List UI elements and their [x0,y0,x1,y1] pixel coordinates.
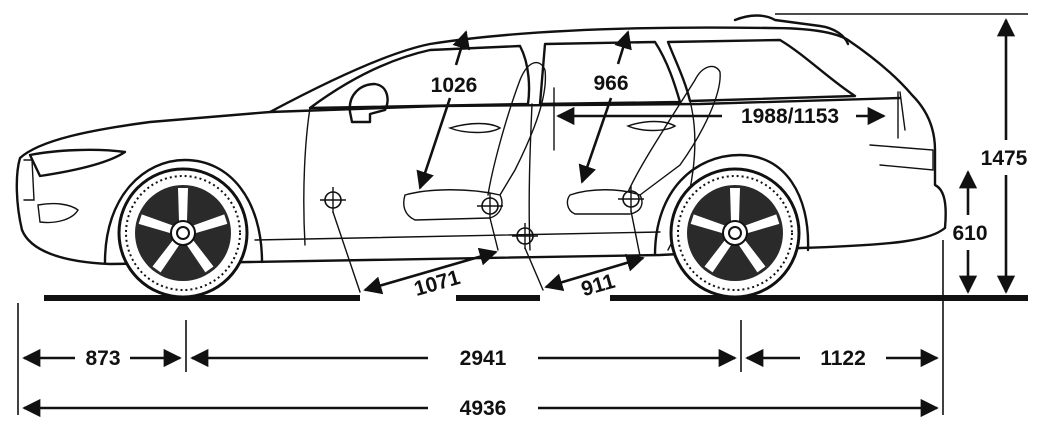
rear-legroom-leader-b [630,210,641,257]
roof-spoiler [733,14,850,46]
rear-hip-point [618,186,644,212]
grille [23,159,35,201]
front-window [308,44,531,110]
front-legroom-label: 1071 [412,266,464,301]
rear-headroom-arrow-up [614,30,632,65]
rear-headroom-label: 966 [593,72,628,95]
front-wheel [117,167,249,299]
front-legroom-leader-b [489,217,499,251]
front-headroom-arrow-up [452,30,470,66]
rear-seat [566,65,721,215]
b-pillar-line [528,103,533,251]
rear-wheel-arch [653,153,810,257]
loading-height-label: 610 [952,222,987,245]
front-headroom-arrow-down [416,97,452,190]
front-hip-point [477,193,503,219]
front-seat-reference-point [320,187,346,213]
front-seat [403,61,547,221]
overall-height-label: 1475 [981,147,1028,170]
front-headroom-label: 1026 [431,74,478,97]
sill-line [254,231,661,241]
side-mirror [348,82,389,124]
rear-wheel [669,167,801,299]
overall-length-label: 4936 [460,397,507,420]
front-wheel-arch [103,158,264,264]
tail-light [869,144,934,171]
rear-window [538,40,682,106]
rear-legroom-leader-a [524,247,544,291]
front-bumper-vent [37,202,79,224]
rear-legroom-arrow [544,253,645,292]
wheelbase-label: 2941 [460,347,507,370]
rear-quarter-window [666,38,857,103]
front-legroom-arrow [363,247,498,295]
rear-door-handle [626,120,677,132]
front-overhang-label: 873 [85,347,120,370]
front-legroom-leader-a [332,211,361,293]
rear-wiper [899,91,906,131]
cargo-length-label: 1988/1153 [741,105,839,128]
rear-seat-reference-point [512,223,538,249]
headlight [28,148,127,178]
car-body-outline [15,26,947,266]
rear-headroom-arrow-down [578,97,613,184]
front-door-handle [447,122,502,134]
car-side-view [15,14,1028,301]
rear-overhang-label: 1122 [820,347,866,370]
front-door-line [303,107,311,246]
